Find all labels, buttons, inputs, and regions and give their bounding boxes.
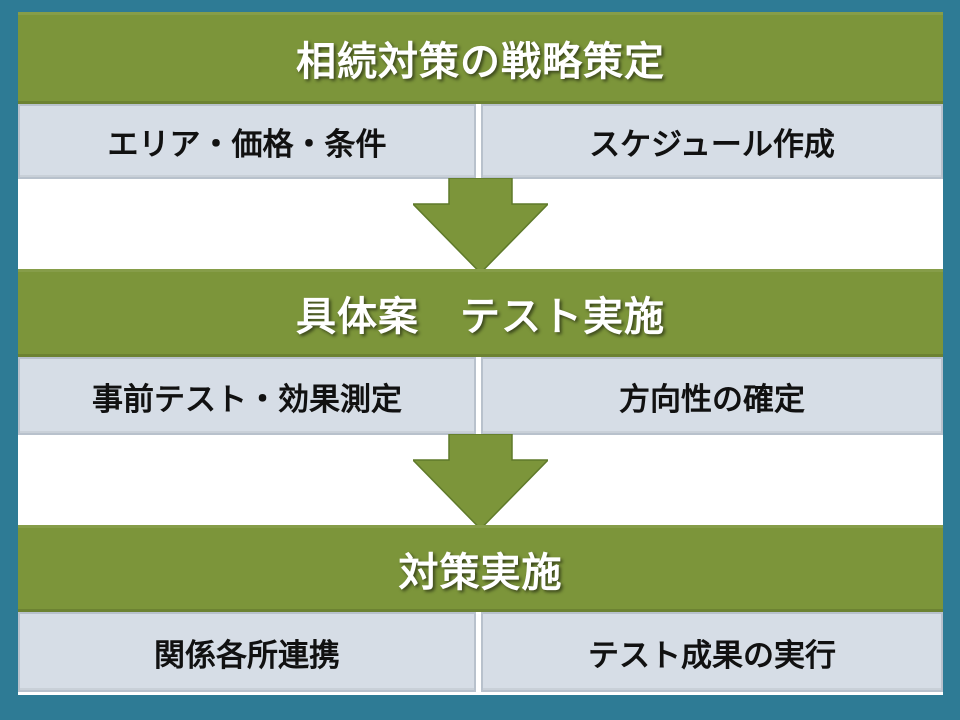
section-2-title: 具体案 テスト実施 bbox=[18, 269, 943, 357]
section-1-item-1: エリア・価格・条件 bbox=[18, 104, 476, 179]
down-arrow-icon bbox=[413, 434, 548, 529]
section-3-title: 対策実施 bbox=[18, 525, 943, 612]
section-3-item-2: テスト成果の実行 bbox=[481, 612, 943, 692]
down-arrow-icon bbox=[413, 178, 548, 273]
section-2-item-1: 事前テスト・効果測定 bbox=[18, 357, 476, 435]
section-3-item-1: 関係各所連携 bbox=[18, 612, 476, 692]
section-2-item-2: 方向性の確定 bbox=[481, 357, 943, 435]
section-1-item-2: スケジュール作成 bbox=[481, 104, 943, 179]
section-1-title: 相続対策の戦略策定 bbox=[18, 12, 943, 104]
